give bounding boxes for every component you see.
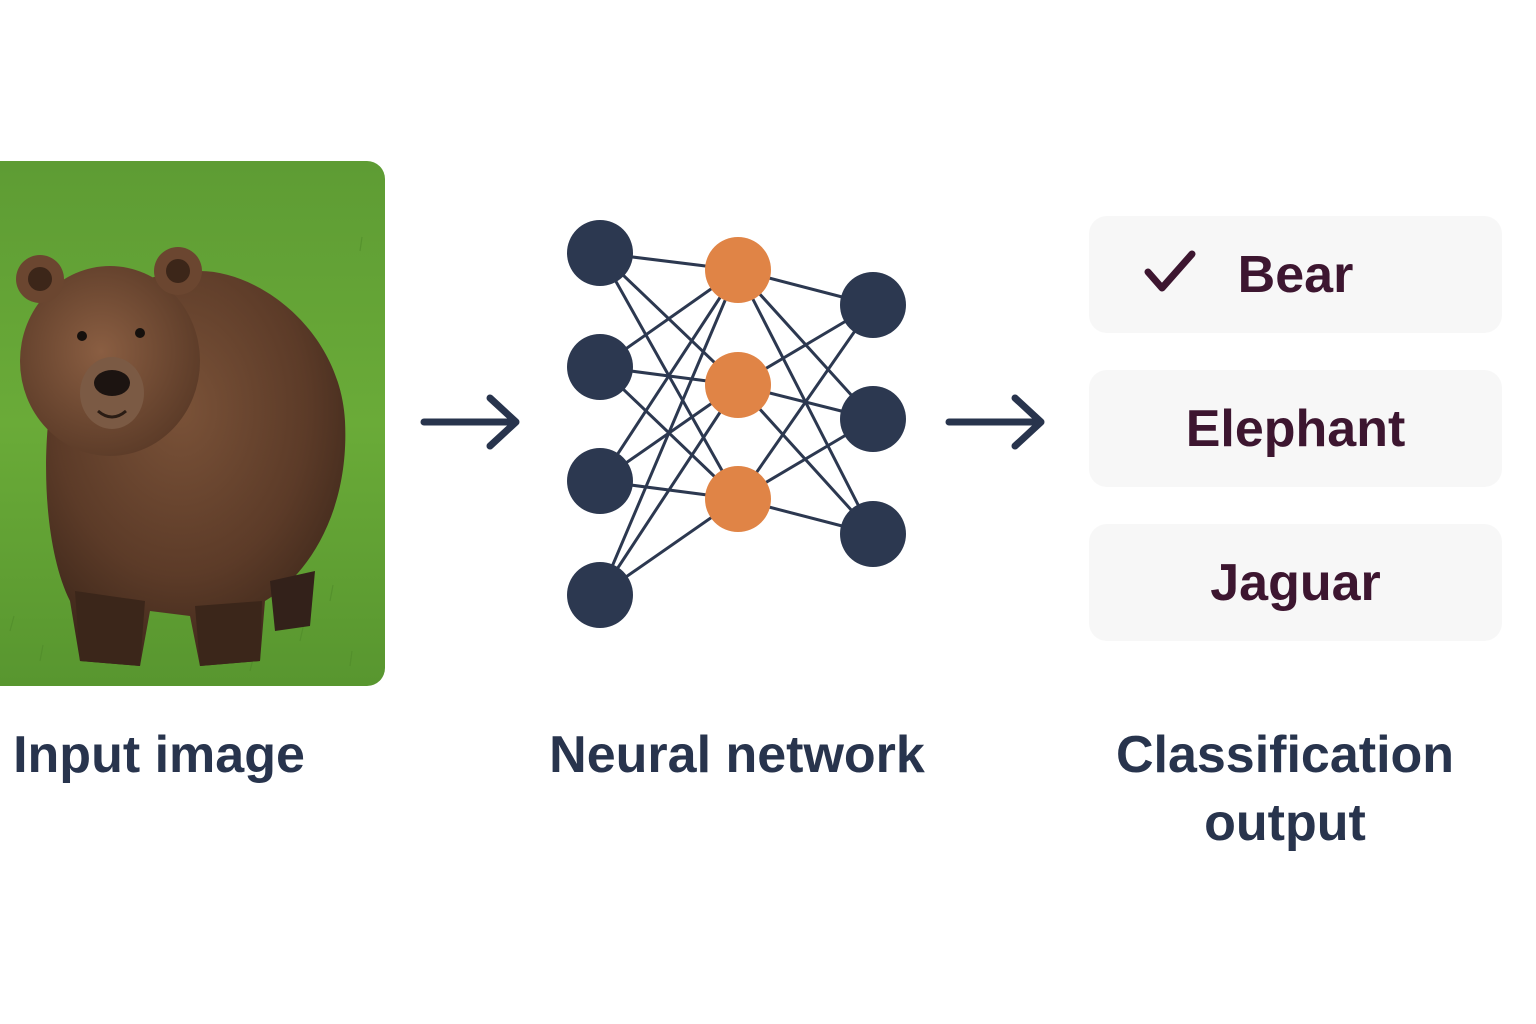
class-label: Jaguar [1210,553,1381,612]
right-arrow-icon [945,392,1045,452]
class-label: Bear [1237,245,1354,304]
output-caption-line2: output [1204,794,1366,852]
class-card-jaguar: Jaguar [1089,524,1502,641]
network-edge [598,384,740,596]
right-arrow-icon [420,392,520,452]
output-node [840,272,906,338]
input-caption: Input image [13,726,305,784]
input-node [567,220,633,286]
network-edge [598,269,740,482]
output-node [840,501,906,567]
input-node [567,448,633,514]
network-edge [736,304,875,500]
input-node [567,562,633,628]
class-label: Elephant [1185,399,1406,458]
class-card-elephant: Elephant [1089,370,1502,487]
hidden-node [705,352,771,418]
checkmark-icon [1143,248,1197,296]
neural-network-graphic [555,205,920,645]
class-card-bear: Bear [1089,216,1502,333]
output-caption-line1: Classification [1115,726,1455,784]
input-image [0,161,385,686]
output-node [840,386,906,452]
hidden-node [705,466,771,532]
input-node [567,334,633,400]
network-edge [598,269,740,596]
hidden-node [705,237,771,303]
network-caption: Neural network [549,726,925,784]
